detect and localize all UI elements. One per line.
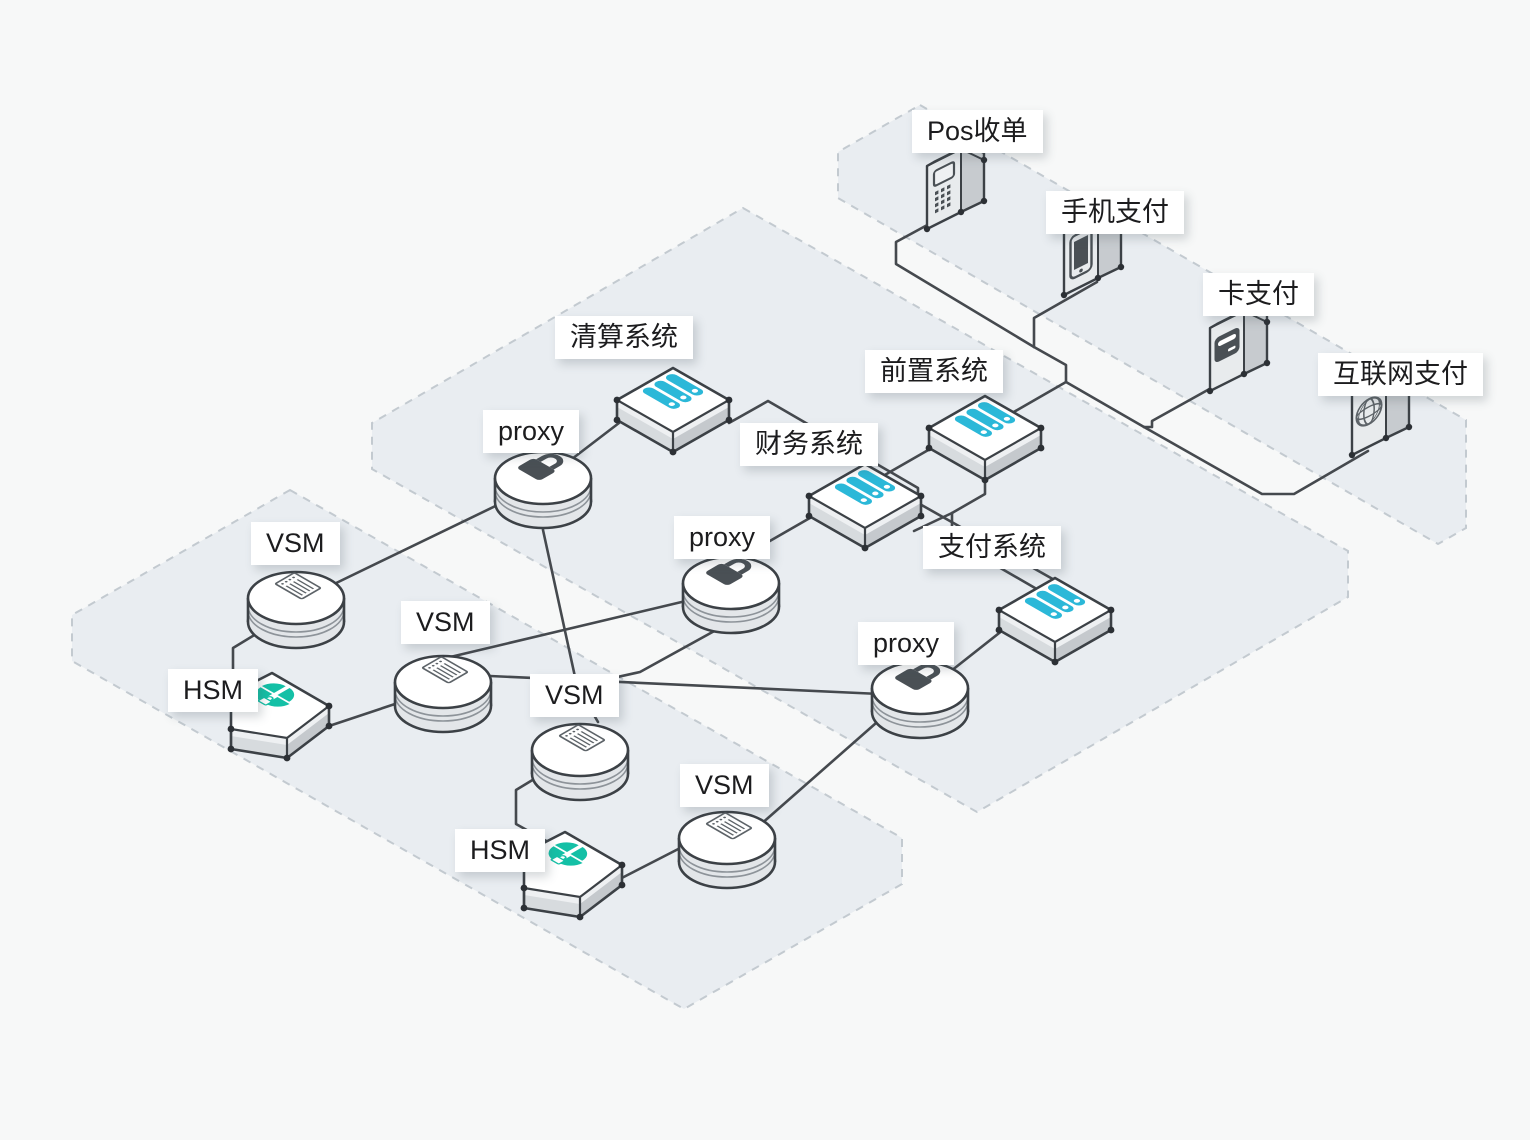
label-clearing-system: 清算系统: [555, 316, 693, 359]
link-front-fork: [950, 479, 987, 515]
link-bus-front-system: [1010, 345, 1068, 415]
label-hsm-1: HSM: [168, 669, 258, 712]
vsm-icon-4: [679, 812, 775, 888]
label-proxy-3: proxy: [858, 622, 955, 665]
link-hsm2-vsm4: [612, 841, 692, 884]
link-clearing-proxy1: [566, 421, 621, 464]
proxy-icon-3: [872, 661, 968, 738]
label-vsm-1: VSM: [251, 522, 340, 565]
link-pos-bus: [894, 208, 1036, 349]
plane-payment-channels: [837, 103, 1467, 546]
vsm-icon-1: [248, 572, 344, 648]
link-vsm2-hsm1: [318, 698, 409, 731]
label-pos-acquiring: Pos收单: [912, 110, 1043, 153]
label-internet-payment: 互联网支付: [1318, 353, 1483, 396]
proxy-icon-2: [683, 556, 779, 633]
link-vsm2-proxy2: [444, 598, 692, 660]
link-proxy3-payment: [949, 628, 1005, 673]
link-proxy3-vsm4: [758, 714, 886, 827]
label-card-payment: 卡支付: [1203, 273, 1314, 316]
label-payment-system: 支付系统: [923, 526, 1061, 569]
label-vsm-4: VSM: [680, 764, 769, 807]
label-mobile-payment: 手机支付: [1046, 191, 1184, 234]
label-finance-system: 财务系统: [740, 423, 878, 466]
link-bus-globe: [1142, 425, 1370, 496]
label-proxy-2: proxy: [674, 516, 771, 559]
proxy-icon-1: [495, 451, 591, 528]
link-phone-bus: [1032, 280, 1099, 349]
vsm-icon-3: [532, 724, 628, 800]
link-bus-right: [1064, 380, 1146, 429]
link-fork-finance: [912, 511, 954, 533]
label-vsm-3: VSM: [530, 674, 619, 717]
label-proxy-1: proxy: [483, 410, 580, 453]
vsm-icon-2: [395, 656, 491, 732]
label-front-system: 前置系统: [865, 350, 1003, 393]
label-vsm-2: VSM: [401, 601, 490, 644]
label-hsm-2: HSM: [455, 829, 545, 872]
link-card-bus: [1142, 370, 1242, 429]
link-proxy1-vsm1: [328, 496, 514, 588]
